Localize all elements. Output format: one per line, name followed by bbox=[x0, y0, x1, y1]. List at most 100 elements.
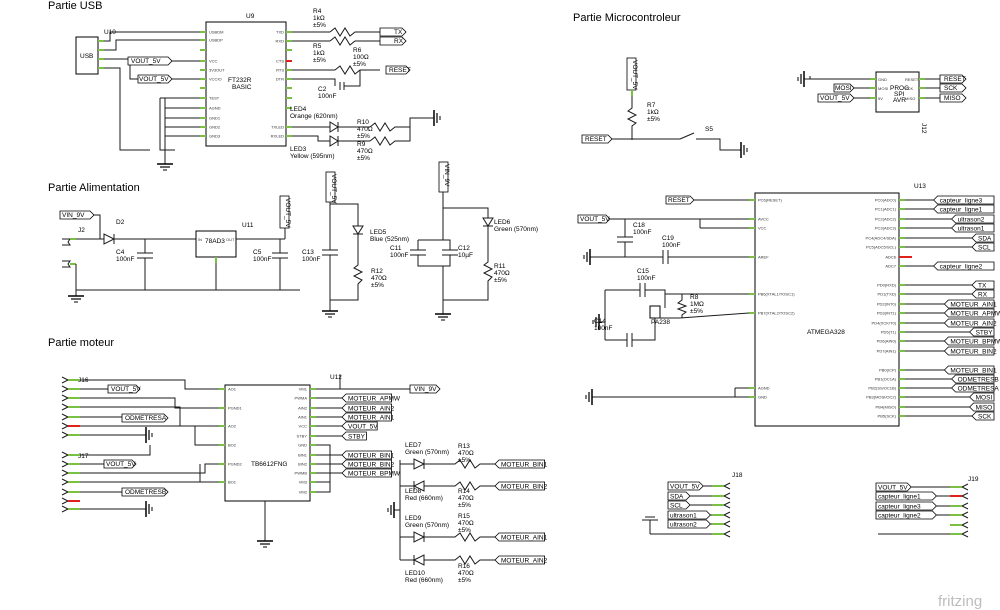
svg-text:R11: R11 bbox=[494, 263, 506, 270]
svg-text:ODMETRESB: ODMETRESB bbox=[125, 489, 166, 496]
flag-led-moteur_ain1 bbox=[494, 532, 545, 542]
flag-j18-pins-ultrason2-label: ultrason2 bbox=[670, 522, 697, 529]
mcu-pin-label: GND bbox=[758, 395, 767, 400]
ft232-pin-label: RXLED bbox=[271, 134, 284, 139]
driver-pin-label: BIN1 bbox=[298, 453, 308, 458]
svg-text:U11: U11 bbox=[242, 222, 254, 229]
svg-text:RESET: RESET bbox=[905, 77, 919, 82]
svg-text:C11: C11 bbox=[390, 245, 402, 252]
driver-pin-label: BIN2 bbox=[298, 462, 308, 467]
svg-text:VOUT_5V: VOUT_5V bbox=[330, 174, 337, 204]
ft232-pin-label: GND3 bbox=[209, 134, 221, 139]
flag-mcu-rx-label: RX bbox=[978, 292, 988, 299]
svg-text:470Ω: 470Ω bbox=[371, 275, 387, 282]
resistor-r4 bbox=[329, 27, 380, 37]
flag-mcu-odmetresb-label: ODMETRESB bbox=[958, 377, 999, 384]
flag-driver-moteur_bpmw bbox=[341, 468, 393, 478]
svg-text:R5: R5 bbox=[313, 43, 322, 50]
flag-reset-prog bbox=[939, 74, 967, 84]
micro-reset-section: VOUT_5V R7 1kΩ ±5% RESET S5 PROG SPI AVR… bbox=[581, 57, 967, 159]
svg-text:R7: R7 bbox=[647, 102, 656, 109]
flag-mcu-capteur_ligne1 bbox=[933, 204, 995, 214]
flag-reset-mcu bbox=[665, 195, 695, 205]
flag-mcu-moteur_bin2-label: MOTEUR_BIN2 bbox=[950, 349, 997, 356]
driver-pin-label: PWMA bbox=[295, 396, 308, 401]
driver-pin-label: VM1 bbox=[299, 387, 308, 392]
flag-driver-moteur_ain2 bbox=[341, 403, 393, 413]
driver-pin-label: VCC bbox=[299, 424, 308, 429]
flag-j18-pins-scl bbox=[667, 500, 691, 510]
svg-text:1kΩ: 1kΩ bbox=[313, 50, 325, 57]
flag-mcu-capteur_ligne3 bbox=[933, 195, 995, 205]
flag-j18-pins-ultrason1-label: ultrason1 bbox=[670, 513, 697, 520]
flag-vin-power bbox=[59, 210, 95, 220]
flag-driver-stby-label: STBY bbox=[348, 434, 366, 441]
svg-text:±5%: ±5% bbox=[647, 116, 660, 123]
svg-text:MISO: MISO bbox=[944, 95, 961, 102]
motor-resistor-tol: ±5% bbox=[458, 502, 471, 509]
flag-mcu-odmetresa bbox=[951, 383, 995, 393]
driver-pin-label: AO1 bbox=[228, 387, 237, 392]
driver-pin-label: GND bbox=[298, 443, 307, 448]
svg-text:PROG: PROG bbox=[890, 85, 909, 92]
flag-rx bbox=[379, 36, 407, 46]
flag-mcu-sck bbox=[971, 411, 995, 421]
mcu-section: U13 ATMEGA328 PC6(RESET)AVCCVCCAREFPB6(X… bbox=[577, 183, 1000, 427]
flag-mcu-sda-label: SDA bbox=[978, 236, 992, 243]
mcu-pin-label: PD1(TXD) bbox=[878, 292, 897, 297]
motor-resistor-tol: ±5% bbox=[458, 457, 471, 464]
svg-text:R8: R8 bbox=[690, 294, 699, 301]
mcu-pin-label: PB1(OC1A) bbox=[875, 377, 897, 382]
svg-text:±5%: ±5% bbox=[313, 22, 326, 29]
flag-mcu-sda bbox=[971, 233, 995, 243]
flag-vout-usb-2 bbox=[137, 74, 173, 84]
svg-text:10µF: 10µF bbox=[458, 252, 473, 259]
flag-mcu-ultrason2-label: ultrason2 bbox=[958, 217, 985, 224]
motor-resistor bbox=[424, 555, 495, 565]
svg-text:470Ω: 470Ω bbox=[494, 270, 510, 277]
mcu-pin-label: AREF bbox=[758, 255, 769, 260]
flag-driver-moteur_ain1-label: MOTEUR_AIN1 bbox=[348, 415, 395, 422]
flag-mcu-capteur_ligne2-label: capteur_ligne2 bbox=[940, 264, 983, 271]
mcu-pin-label: AGND bbox=[758, 386, 770, 391]
ft232-pin-label: 3V3OUT bbox=[209, 68, 225, 73]
flag-driver-stby bbox=[341, 431, 367, 441]
svg-text:±5%: ±5% bbox=[357, 155, 370, 162]
motor-led-ref: LED8 bbox=[405, 488, 422, 495]
svg-text:U13: U13 bbox=[914, 183, 926, 190]
flag-j18-pins-vout_5v-label: VOUT_5V bbox=[670, 484, 700, 491]
svg-text:C15: C15 bbox=[637, 268, 649, 275]
flag-vin-motor bbox=[409, 384, 441, 394]
flag-mcu-mosi-label: MOSI bbox=[976, 395, 993, 402]
driver-pin-label: AIN1 bbox=[298, 415, 308, 420]
ft232-pin-label: GND1 bbox=[209, 116, 221, 121]
motor-resistor-ref: R15 bbox=[458, 513, 470, 520]
flag-mcu-moteur_apmw-label: MOTEUR_APMW bbox=[950, 311, 1000, 318]
svg-text:TB6612FNG: TB6612FNG bbox=[251, 461, 288, 468]
svg-text:100nF: 100nF bbox=[318, 93, 336, 100]
flag-tx bbox=[379, 27, 407, 37]
svg-text:GND: GND bbox=[878, 77, 887, 82]
ft232-name: FT232R bbox=[228, 77, 252, 84]
flag-mcu-moteur_ain2 bbox=[943, 318, 995, 328]
usb-connector-name: USB bbox=[80, 53, 93, 60]
svg-text:J12: J12 bbox=[920, 123, 927, 134]
mcu-pin-label: ADC6 bbox=[885, 255, 896, 260]
motor-resistor bbox=[424, 459, 495, 469]
flag-j18-pins-ultrason2 bbox=[667, 519, 711, 529]
flag-mcu-scl-label: SCL bbox=[978, 245, 991, 252]
ft232-pin-label: TXD bbox=[276, 30, 284, 35]
resistor-r8 bbox=[676, 294, 688, 318]
svg-text:1kΩ: 1kΩ bbox=[313, 15, 325, 22]
mcu-pin-label: PB3(MOSI/OC2) bbox=[866, 395, 896, 400]
ft232-pin-label: CTS bbox=[276, 59, 284, 64]
flag-driver-moteur_ain1 bbox=[341, 412, 393, 422]
flag-mcu-capteur_ligne3-label: capteur_ligne3 bbox=[940, 198, 983, 205]
svg-text:R10: R10 bbox=[357, 119, 369, 126]
fritzing-logo: fritzing bbox=[938, 593, 982, 610]
flag-j19-pins-capteur_ligne3-label: capteur_ligne3 bbox=[878, 504, 921, 511]
atmega328-chip bbox=[754, 192, 900, 427]
mcu-pin-label: VCC bbox=[758, 226, 767, 231]
mcu-pin-label: PC4(ADC4/SDA) bbox=[866, 236, 897, 241]
